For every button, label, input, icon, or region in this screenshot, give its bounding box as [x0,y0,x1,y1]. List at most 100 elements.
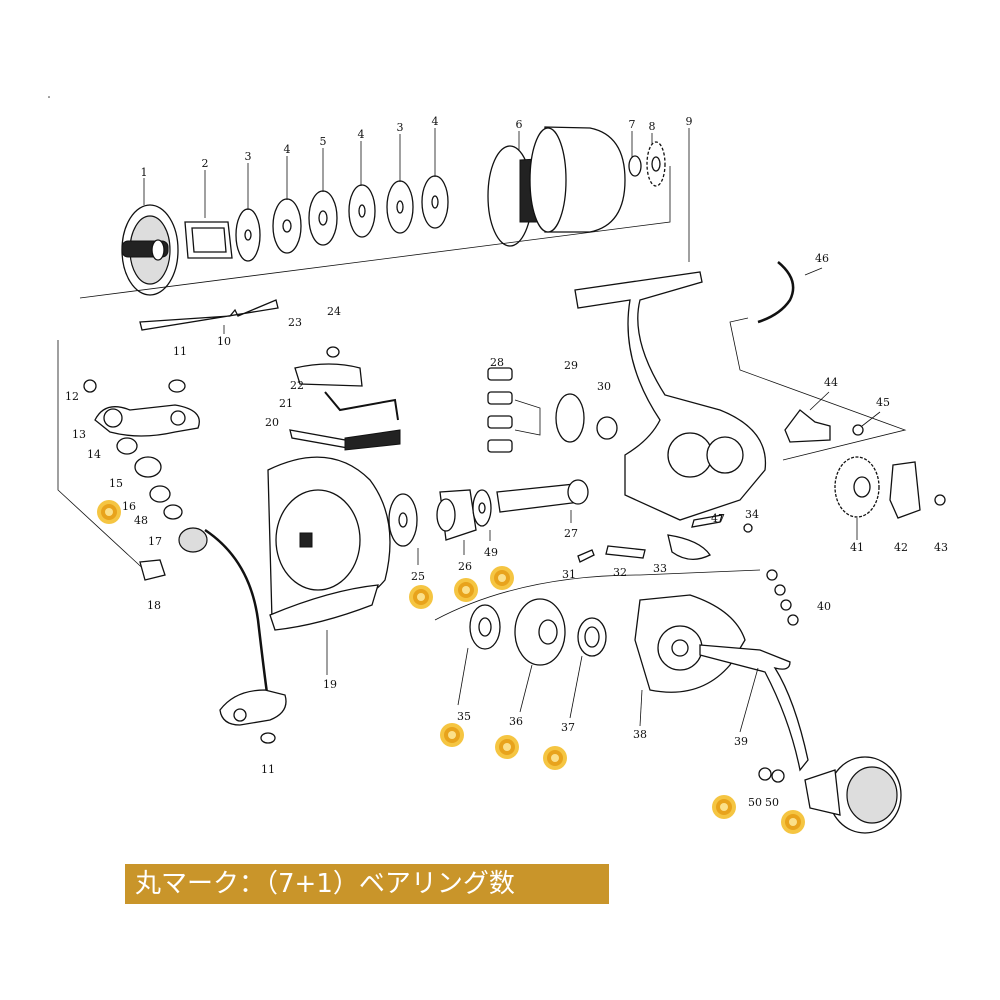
part-label: 17 [148,535,162,548]
part-label: 4 [284,143,291,156]
part-label: 33 [653,562,667,575]
pinion-bearing-25 [388,493,418,547]
part-label: 39 [734,735,748,748]
part-label: 40 [817,600,831,613]
part-label: 6 [516,118,523,131]
one-way-clutch-26 [436,489,477,541]
washer-14 [116,437,138,455]
part-label: 21 [279,397,293,410]
part-label: 34 [745,508,759,521]
part-label: 45 [876,396,890,409]
part-label: 12 [65,390,79,403]
pinion-gear-27 [496,479,589,513]
washer-37 [577,617,607,657]
spool [487,126,626,247]
part-label: 7 [629,118,636,131]
part-label: 22 [290,379,304,392]
part-label: 19 [323,678,337,691]
part-label: 44 [824,376,838,389]
part-label: 27 [564,527,578,540]
part-label: 41 [850,541,864,554]
side-plate-38 [634,594,746,693]
spring-base [289,429,350,449]
main-gear-41 [834,456,880,518]
rotor-nut-plate [94,404,200,437]
coil-spring [344,429,401,451]
bearing-mark [781,810,805,834]
part-label: 30 [597,380,611,393]
part-label: 32 [613,566,627,579]
screws-bracket [514,399,541,436]
cover-42 [889,461,921,519]
screws-28 [487,367,513,453]
drag-washers [235,175,449,262]
lower-guide [434,569,761,621]
part-label: 5 [320,135,327,148]
screw-45 [852,424,864,436]
part-label: 29 [564,359,578,372]
part-label: 9 [686,115,693,128]
square-spacer [184,221,233,259]
bearing-mark [712,795,736,819]
part-label: 8 [649,120,656,133]
screw-43 [934,494,946,506]
part-label: 37 [561,721,575,734]
small-washer [628,155,642,177]
bearing-49 [472,489,492,527]
bail-wire [204,528,270,701]
bearing-mark [495,735,519,759]
part-label: 38 [633,728,647,741]
part-label: 28 [490,356,504,369]
spring-31 [577,549,595,563]
nut-18 [139,559,166,581]
part-label: 16 [122,500,136,513]
part-label: 47 [711,512,725,525]
bearing-mark [490,566,514,590]
guide-line [79,166,671,299]
part-label: 50 [765,796,779,809]
bearing-mark [409,585,433,609]
roller-17 [178,527,208,553]
handle-arm-39 [699,644,809,772]
part-label: 14 [87,448,101,461]
handle-knob [804,756,902,834]
part-label: 35 [457,710,471,723]
bearing-mark [440,723,464,747]
part-label: 3 [397,121,404,134]
screw-24 [326,346,340,358]
reel-body [574,271,767,521]
gasket-29 [555,393,585,443]
part-label: 1 [141,166,148,179]
bracket-44 [784,409,831,443]
speck [48,96,50,98]
cam-33 [667,534,711,560]
washers-50 [758,767,785,783]
bearing-count-legend: 丸マーク：（7+1）ベアリング数 [125,864,609,904]
collar-48 [163,504,183,520]
drag-knob [121,204,179,296]
part-label: 15 [109,477,123,490]
right-bracket [729,317,907,461]
part-label: 50 [748,796,762,809]
bearing-mark [97,500,121,524]
drive-gear-36 [514,598,566,666]
bearing-mark [454,578,478,602]
part-label: 26 [458,560,472,573]
part-label: 24 [327,305,341,318]
part-labels: 1 2 3 4 5 4 3 4 6 7 8 9 10 11 12 13 14 1… [65,115,948,809]
part-label: 4 [358,128,365,141]
collar-16 [149,485,171,503]
collar-30 [596,416,618,440]
trip-cover [294,363,363,387]
part-label: 3 [245,150,252,163]
small-gear [646,141,666,187]
bearing-15 [134,456,162,478]
leader-lines [143,128,881,733]
bearing-mark [543,746,567,770]
part-label: 13 [72,428,86,441]
bail-trip-wire [324,391,399,421]
part-label: 43 [934,541,948,554]
bail-46 [757,261,795,324]
part-label: 10 [217,335,231,348]
